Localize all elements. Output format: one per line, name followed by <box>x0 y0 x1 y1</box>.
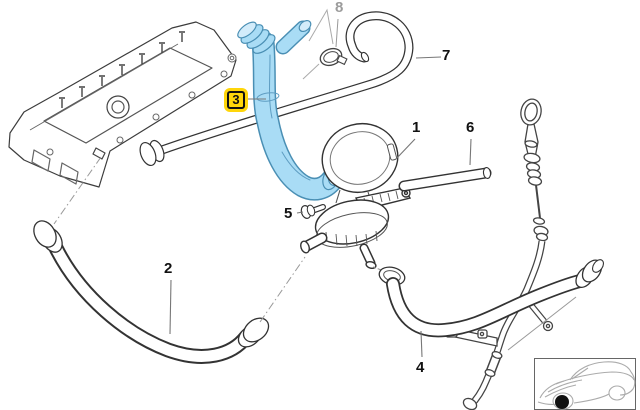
label-leader-lines <box>169 56 472 358</box>
part-6-connector-tube <box>398 166 492 192</box>
part-label-4[interactable]: 4 <box>416 359 425 376</box>
part-1-valve <box>300 123 412 270</box>
part-5-plug <box>300 204 326 219</box>
part-7-hose <box>139 11 414 167</box>
leader-hose4-to-tube <box>507 296 577 351</box>
part-4-hose <box>378 259 605 338</box>
location-marker-dot <box>555 395 569 409</box>
car-location-thumbnail <box>534 358 636 410</box>
part-label-8[interactable]: 8 <box>335 0 344 16</box>
part-3-vent-hose-highlighted <box>237 19 347 201</box>
part-2-hose <box>33 220 270 364</box>
valve-cover-art <box>8 21 237 188</box>
dipstick-art <box>445 98 554 410</box>
leader-cover-to-hose2 <box>53 156 102 225</box>
part-label-2[interactable]: 2 <box>164 260 173 277</box>
part-label-7[interactable]: 7 <box>442 47 451 64</box>
part-label-3-highlighted[interactable]: 3 <box>227 91 245 109</box>
part-label-1[interactable]: 1 <box>412 119 421 136</box>
part-label-6[interactable]: 6 <box>466 119 475 136</box>
part-label-5[interactable]: 5 <box>284 205 293 222</box>
part-8-clamp <box>302 8 348 80</box>
leader-hose2-to-valve <box>259 256 306 323</box>
